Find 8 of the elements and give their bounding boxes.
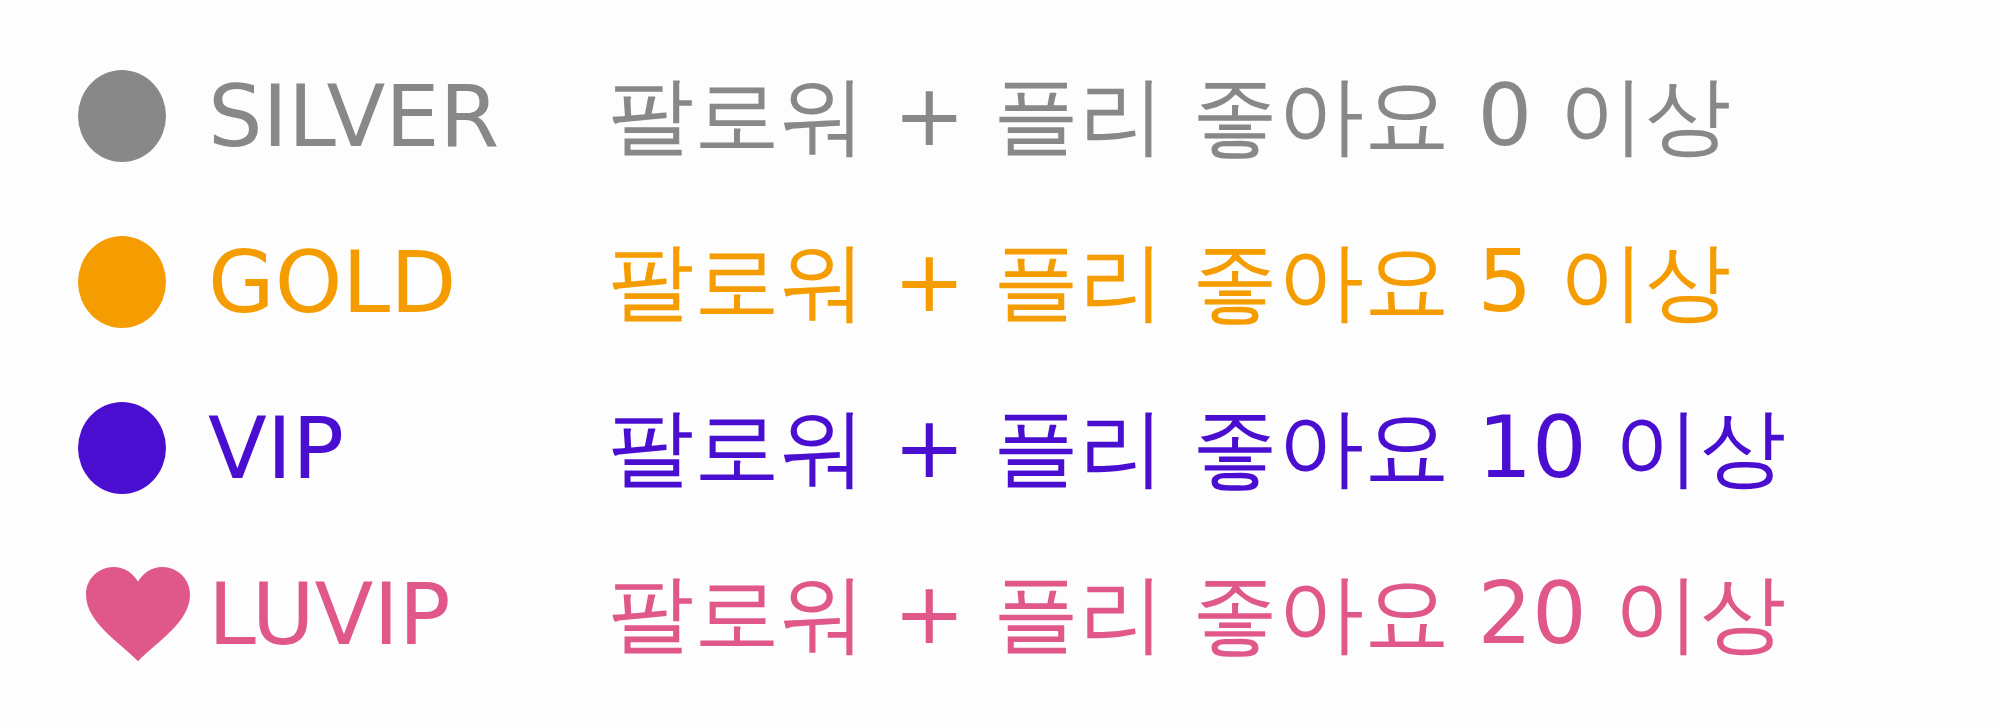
tier-name: VIP <box>208 398 346 498</box>
tier-name: SILVER <box>208 66 501 166</box>
tier-condition: 팔로워 + 플리 좋아요 5 이상 <box>608 229 1732 333</box>
tier-name: GOLD <box>208 232 458 332</box>
tier-condition: 팔로워 + 플리 좋아요 20 이상 <box>608 561 1787 665</box>
tier-condition: 팔로워 + 플리 좋아요 0 이상 <box>608 63 1732 167</box>
tier-name: LUVIP <box>208 564 452 664</box>
tier-condition: 팔로워 + 플리 좋아요 10 이상 <box>608 395 1787 499</box>
